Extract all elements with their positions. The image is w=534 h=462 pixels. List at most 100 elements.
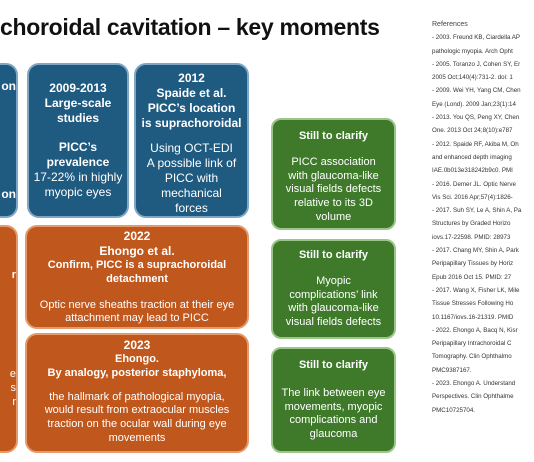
reference-line: PMC10725704.: [432, 406, 475, 414]
references-header: References: [432, 21, 468, 28]
reference-line: Eye (Lond). 2009 Jan;23(1):14: [432, 100, 516, 108]
reference-line: - 2003. Freund KB, Ciardella AP: [432, 34, 521, 42]
still-to-clarify-card-3: Still to clarify The link between eye mo…: [271, 347, 396, 453]
card-spacer: [273, 144, 394, 156]
timeline-card-2023: 2023 Ehongo. By analogy, posterior staph…: [25, 333, 249, 453]
reference-line: Tissue Stresses Following Ho: [432, 300, 514, 308]
card-line: r: [12, 395, 16, 408]
card-line: [0, 310, 16, 324]
card-heading: By analogy, posterior staphyloma,: [47, 366, 227, 379]
reference-line: IAE.0b013e318242b9c0. PMI: [432, 167, 513, 175]
still-to-clarify-card-1: Still to clarify PICC association with g…: [271, 118, 396, 230]
card-text: complications’ link: [289, 288, 378, 301]
timeline-card-left-partial-orange: r e s r: [0, 225, 18, 453]
reference-line: and enhanced depth imaging: [432, 153, 512, 161]
reference-line: Peripapillary Tissues by Horiz: [432, 260, 514, 268]
card-line: [0, 139, 16, 154]
card-text: Optic nerve sheaths traction at their ey…: [39, 298, 235, 311]
card-heading: prevalence: [46, 155, 110, 169]
reference-line: Vis Sci. 2016 Apr;57(4):1826-: [432, 193, 513, 201]
card-heading: Spaide et al.: [156, 86, 227, 100]
card-text: attachment may lead to PICC: [65, 312, 209, 325]
card-spacer: [136, 131, 247, 141]
card-heading: PICC’s: [58, 140, 98, 154]
card-text: movements, myopic: [284, 400, 383, 413]
reference-line: Perspectives. Clin Ophthalme: [432, 393, 514, 401]
card-line: [0, 154, 16, 169]
card-line: on: [1, 79, 16, 93]
reference-line: - 2022. Ehongo A, Bacq N, Kisr: [432, 326, 518, 334]
card-text: traction on the ocular wall during eye: [47, 418, 227, 430]
reference-line: PMC9387167.: [432, 366, 472, 374]
timeline-card-2022: 2022 Ehongo et al. Confirm, PICC is a su…: [25, 225, 249, 329]
card-text: complications and: [289, 414, 378, 427]
card-line: [0, 124, 16, 139]
card-line: [0, 283, 16, 297]
card-text: A possible link of: [146, 156, 237, 170]
card-heading: is suprachoroidal: [141, 116, 242, 130]
card-heading: Still to clarify: [298, 130, 369, 142]
timeline-card-2009-2013: 2009-2013 Large-scale studies PICC’s pre…: [27, 63, 129, 218]
card-text: mechanical: [161, 186, 222, 200]
card-text: volume: [315, 210, 352, 223]
card-heading: Ehongo et al.: [99, 244, 175, 258]
card-line: e: [9, 368, 16, 380]
card-text: glaucoma: [309, 428, 358, 440]
reference-line: 10.1167/iovs.16-21319. PMID: [432, 313, 514, 321]
card-year: 2023: [123, 338, 151, 352]
card-spacer: [27, 381, 247, 391]
card-line: r: [11, 269, 16, 281]
card-text: 17-22% in highly: [33, 170, 123, 184]
reference-line: iovs.17-22598. PMID: 28973: [432, 233, 511, 241]
reference-line: - 2012. Spaide RF, Akiba M, Oh: [432, 140, 519, 148]
card-text: the hallmark of pathological myopia,: [49, 390, 225, 403]
card-text: PICC with: [164, 171, 219, 185]
card-line: [0, 94, 16, 109]
reference-line: - 2017. Chang MY, Shin A, Park: [432, 247, 519, 255]
card-year: 2012: [178, 71, 205, 85]
reference-line: 2005 Oct;140(4):731-2. doi: 1: [432, 74, 513, 82]
card-line: s: [10, 381, 17, 394]
card-line: [0, 297, 16, 311]
card-spacer: [27, 287, 247, 299]
card-heading: detachment: [106, 272, 168, 285]
card-heading: Still to clarify: [298, 249, 369, 261]
card-spacer: [273, 373, 394, 387]
card-text: visual fields defects: [285, 183, 382, 196]
card-heading: Large-scale: [44, 96, 112, 110]
card-spacer: [273, 263, 394, 275]
reference-line: - 2016. Demer JL. Optic Nerve: [432, 180, 516, 188]
card-year: 2022: [123, 229, 151, 243]
card-text: The link between eye: [281, 386, 386, 399]
timeline-card-left-partial: on on: [0, 63, 18, 218]
reference-line: - 2023. Ehongo A. Understand: [432, 380, 516, 388]
references-panel: References - 2003. Freund KB, Ciardella …: [432, 18, 534, 417]
card-heading: Still to clarify: [298, 359, 369, 371]
card-text: would result from extraocular muscles: [44, 404, 230, 417]
card-spacer: [29, 126, 127, 140]
reference-line: Structures by Graded Horizo: [432, 220, 511, 228]
card-heading: studies: [56, 111, 99, 125]
reference-line: - 2017. Wang X, Fisher LK, Mile: [432, 286, 520, 294]
reference-line: - 2017. Suh SY, Le A, Shin A, Pa: [432, 207, 522, 215]
reference-line: - 2005. Toranzo J, Cohen SY, Er: [432, 60, 521, 68]
card-text: myopic eyes: [44, 185, 112, 199]
card-heading: Confirm, PICC is a suprachoroidal: [47, 259, 227, 271]
card-text: with glaucoma-like: [288, 302, 379, 315]
card-heading: PICC’s location: [147, 101, 236, 115]
card-line: on: [1, 187, 16, 201]
card-line: [0, 109, 16, 124]
card-text: Myopic: [316, 274, 351, 287]
still-to-clarify-card-2: Still to clarify Myopic complications’ l…: [271, 239, 396, 339]
reference-line: Tomography. Clin Ophthalmo: [432, 353, 512, 361]
card-text: relative to its 3D: [294, 197, 373, 209]
card-text: with glaucoma-like: [288, 169, 379, 182]
card-text: forces: [175, 201, 208, 215]
timeline-card-2012: 2012 Spaide et al. PICC’s location is su…: [134, 63, 249, 218]
card-text: movements: [108, 431, 166, 444]
reference-line: pathologic myopia. Arch Opht: [432, 47, 513, 55]
page-title: choroidal cavitation – key moments: [0, 14, 380, 40]
reference-line: Peripapillary Intrachoroidal C: [432, 340, 512, 348]
reference-line: One. 2013 Oct 24;8(10):e787: [432, 127, 513, 135]
card-text: Using OCT-EDI: [150, 141, 233, 155]
